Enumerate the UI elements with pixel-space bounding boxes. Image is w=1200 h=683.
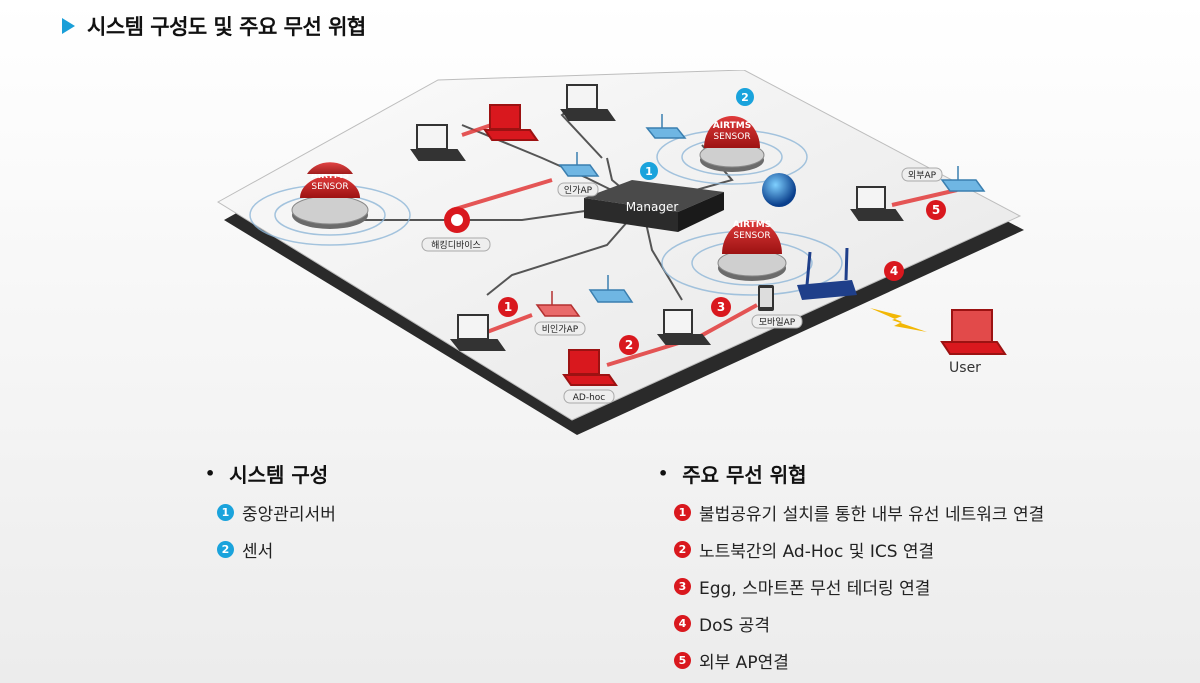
list-item-label: 불법공유기 설치를 통한 내부 유선 네트워크 연결	[699, 505, 1045, 525]
laptop-icons	[410, 84, 904, 351]
lightning-icon	[870, 308, 927, 332]
list-item: 4 DoS 공격	[674, 605, 1044, 642]
globe-icon	[762, 173, 796, 207]
wireless-router	[797, 247, 857, 300]
diagram-text: 1	[504, 300, 512, 314]
system-list: 1 중앙관리서버 2 센서	[217, 494, 336, 568]
threat-links	[451, 116, 958, 367]
unauthorized-ap	[535, 291, 581, 317]
label-adhoc: AD-hoc	[573, 393, 606, 403]
diagram-text: 2	[625, 338, 633, 352]
page-title: 시스템 구성도 및 주요 무선 위협	[62, 12, 366, 40]
sensor-left-line2: SENSOR	[311, 182, 348, 192]
mobile-phone-icon	[758, 285, 774, 311]
system-marker-1: 1	[640, 162, 658, 180]
system-diagram: AIRTMS SENSOR AIRTMS SENSOR AIRTMS SENSO…	[217, 70, 1024, 435]
number-badge: 5	[674, 652, 691, 669]
diagram-text: 5	[932, 203, 940, 217]
system-heading-text: 시스템 구성	[229, 462, 329, 487]
page-title-text: 시스템 구성도 및 주요 무선 위협	[87, 15, 366, 39]
list-item: 1 중앙관리서버	[217, 494, 336, 531]
manager-label: Manager	[626, 200, 679, 214]
list-item-label: 중앙관리서버	[242, 505, 336, 525]
list-item-label: 외부 AP연결	[699, 653, 789, 673]
list-item-label: 센서	[242, 542, 274, 562]
threat-callout-2: 2	[619, 335, 639, 355]
system-marker-2: 2	[736, 88, 754, 106]
diagram-text: 3	[717, 300, 725, 314]
label-mobile-ap: 모바일AP	[759, 317, 796, 328]
list-item: 2 센서	[217, 531, 336, 568]
sensor-right: AIRTMS SENSOR	[717, 220, 787, 281]
list-item-label: Egg, 스마트폰 무선 테더링 연결	[699, 579, 931, 599]
system-heading: • 시스템 구성	[205, 458, 336, 488]
authorized-ap	[558, 152, 600, 177]
laptop-5	[656, 309, 712, 345]
hacker-laptop-2	[562, 349, 618, 386]
threat-callout-1: 1	[498, 297, 518, 317]
number-badge: 2	[217, 541, 234, 558]
laptop-1	[410, 124, 466, 161]
diagram-text: 1	[645, 165, 653, 178]
number-badge: 3	[674, 578, 691, 595]
ap-center	[588, 275, 634, 303]
bullet-icon: •	[205, 463, 216, 483]
label-authorized-ap: 인가AP	[564, 185, 593, 196]
threat-callout-5: 5	[926, 200, 946, 220]
ap-icons	[558, 114, 986, 303]
list-item-label: DoS 공격	[699, 616, 770, 636]
top-ap	[645, 114, 687, 139]
threats-list: 1 불법공유기 설치를 통한 내부 유선 네트워크 연결 2 노트북간의 Ad-…	[674, 494, 1044, 679]
sensor-right-line1: AIRTMS	[733, 220, 771, 230]
sensor-top-line1: AIRTMS	[713, 121, 751, 131]
threat-callout-3: 3	[711, 297, 731, 317]
sensor-right-line2: SENSOR	[733, 231, 770, 241]
laptop-3	[850, 186, 904, 221]
label-user: User	[949, 360, 981, 376]
number-badge: 1	[217, 504, 234, 521]
hacker-laptop-1	[483, 104, 539, 141]
sensor-top-line2: SENSOR	[713, 132, 750, 142]
list-item: 2 노트북간의 Ad-Hoc 및 ICS 연결	[674, 531, 1044, 568]
laptop-2	[560, 84, 616, 121]
external-ap	[940, 166, 986, 192]
number-badge: 2	[674, 541, 691, 558]
number-badge: 4	[674, 615, 691, 632]
play-triangle-icon	[62, 18, 75, 34]
threats-section: • 주요 무선 위협 1 불법공유기 설치를 통한 내부 유선 네트워크 연결 …	[658, 458, 1044, 679]
diagram-text: 4	[890, 264, 898, 278]
list-item-label: 노트북간의 Ad-Hoc 및 ICS 연결	[699, 542, 935, 562]
laptop-4	[449, 314, 506, 351]
label-external-ap: 외부AP	[908, 169, 937, 181]
threat-callout-4: 4	[884, 261, 904, 281]
label-hacking-device: 해킹디바이스	[431, 239, 481, 251]
hacker-laptops	[483, 104, 1007, 386]
list-item: 1 불법공유기 설치를 통한 내부 유선 네트워크 연결	[674, 494, 1044, 531]
bullet-icon: •	[658, 463, 669, 483]
manager-server: Manager	[584, 180, 724, 232]
system-section: • 시스템 구성 1 중앙관리서버 2 센서	[205, 458, 336, 568]
number-badge: 1	[674, 504, 691, 521]
diagram-text: 2	[741, 91, 749, 104]
network-board	[217, 70, 1024, 435]
label-unauthorized-ap: 비인가AP	[542, 324, 579, 335]
threats-heading-text: 주요 무선 위협	[682, 462, 807, 487]
list-item: 3 Egg, 스마트폰 무선 테더링 연결	[674, 568, 1044, 605]
threats-heading: • 주요 무선 위협	[658, 458, 1044, 488]
user-laptop	[940, 309, 1007, 355]
sensor-left: AIRTMS SENSOR	[291, 162, 369, 229]
sensor-left-line1: AIRTMS	[311, 171, 349, 181]
sensor-top: AIRTMS SENSOR	[699, 116, 765, 172]
list-item: 5 외부 AP연결	[674, 642, 1044, 679]
hacking-device-icon	[444, 207, 470, 233]
